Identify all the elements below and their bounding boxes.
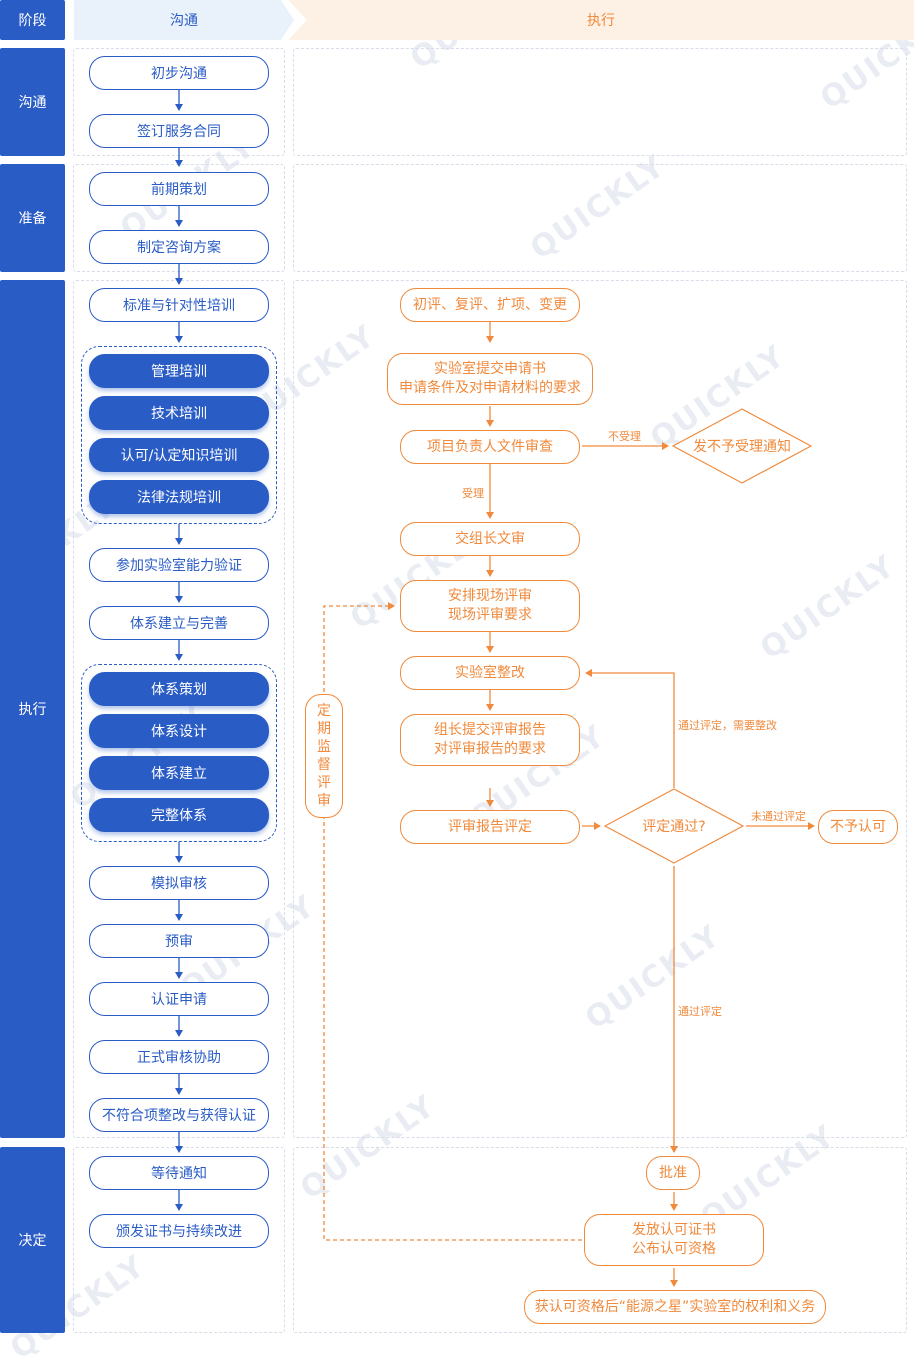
node-proficiency-test: 参加实验室能力验证 [89, 548, 269, 582]
node-pre-audit: 预审 [89, 924, 269, 958]
lane-right-execute [293, 280, 907, 1138]
node-issue-accreditation: 发放认可证书 公布认可资格 [584, 1214, 764, 1266]
node-accreditation-training: 认可/认定知识培训 [89, 438, 269, 472]
decision-pass-shape [604, 788, 744, 864]
supervision-char: 评 [317, 775, 331, 791]
node-sign-contract: 签订服务合同 [89, 114, 269, 148]
node-review-types: 初评、复评、扩项、变更 [400, 288, 580, 322]
supervision-char: 督 [317, 757, 331, 773]
node-initial-communication: 初步沟通 [89, 56, 269, 90]
node-system-design: 体系设计 [89, 714, 269, 748]
stage-communicate: 沟通 [0, 48, 65, 156]
onsite-review-line1: 安排现场评审 [448, 588, 532, 604]
node-technical-training: 技术培训 [89, 396, 269, 430]
supervision-char: 监 [317, 739, 331, 755]
header-execute: 执行 [288, 0, 914, 40]
onsite-review-line2: 现场评审要求 [448, 607, 532, 623]
node-periodic-supervision: 定 期 监 督 评 审 [305, 694, 343, 818]
node-await-notice: 等待通知 [89, 1156, 269, 1190]
node-system-planning: 体系策划 [89, 672, 269, 706]
issue-accreditation-line2: 公布认可资格 [632, 1241, 716, 1257]
submit-report-line2: 对评审报告的要求 [434, 741, 546, 757]
supervision-char: 期 [317, 721, 331, 737]
node-not-accredited: 不予认可 [818, 810, 898, 844]
submit-application-line2: 申请条件及对申请材料的要求 [399, 380, 581, 396]
node-legal-training: 法律法规培训 [89, 480, 269, 514]
system-group [81, 664, 277, 842]
stage-decide: 决定 [0, 1147, 65, 1333]
node-approve: 批准 [646, 1156, 700, 1190]
node-complete-system: 完整体系 [89, 798, 269, 832]
edge-label-reject: 不受理 [608, 430, 641, 443]
node-mock-audit: 模拟审核 [89, 866, 269, 900]
training-group [81, 346, 277, 524]
node-onsite-review: 安排现场评审 现场评审要求 [400, 580, 580, 632]
node-rights-obligations: 获认可资格后“能源之星”实验室的权利和义务 [524, 1290, 826, 1324]
edge-label-fail: 未通过评定 [751, 810, 806, 823]
node-issue-certificate: 颁发证书与持续改进 [89, 1214, 269, 1248]
connectors [175, 90, 815, 1287]
node-cert-application: 认证申请 [89, 982, 269, 1016]
node-management-training: 管理培训 [89, 354, 269, 388]
stage-execute: 执行 [0, 280, 65, 1138]
node-submit-report: 组长提交评审报告 对评审报告的要求 [400, 714, 580, 766]
node-system-build: 体系建立与完善 [89, 606, 269, 640]
edge-label-pass: 通过评定 [678, 1005, 722, 1018]
node-document-review: 项目负责人文件审查 [400, 430, 580, 464]
decision-pass-text: 评定通过? [642, 819, 706, 835]
stage-prepare: 准备 [0, 164, 65, 272]
node-formal-audit: 正式审核协助 [89, 1040, 269, 1074]
lane-right-decide [293, 1147, 907, 1333]
node-pre-planning: 前期策划 [89, 172, 269, 206]
node-nonconformity-fix: 不符合项整改与获得认证 [89, 1098, 269, 1132]
lane-right-prepare [293, 164, 907, 272]
lane-right-communicate [293, 48, 907, 156]
header-stage: 阶段 [0, 0, 65, 40]
node-report-evaluation: 评审报告评定 [400, 810, 580, 844]
node-consulting-plan: 制定咨询方案 [89, 230, 269, 264]
edge-label-rework: 通过评定，需要整改 [678, 719, 777, 732]
submit-application-line1: 实验室提交申请书 [434, 361, 546, 377]
edge-label-accept: 受理 [462, 487, 484, 500]
submit-report-line1: 组长提交评审报告 [434, 722, 546, 738]
node-standard-training: 标准与针对性培训 [89, 288, 269, 322]
issue-accreditation-line1: 发放认可证书 [632, 1222, 716, 1238]
node-submit-application: 实验室提交申请书 申请条件及对申请材料的要求 [387, 353, 593, 405]
decision-reject-text: 发不予受理通知 [693, 439, 791, 455]
decision-reject-shape [672, 408, 812, 484]
supervision-char: 审 [317, 793, 331, 809]
node-leader-review: 交组长文审 [400, 522, 580, 556]
node-system-establish: 体系建立 [89, 756, 269, 790]
node-lab-rectification: 实验室整改 [400, 656, 580, 690]
supervision-char: 定 [317, 703, 331, 719]
header-communicate: 沟通 [74, 0, 294, 40]
